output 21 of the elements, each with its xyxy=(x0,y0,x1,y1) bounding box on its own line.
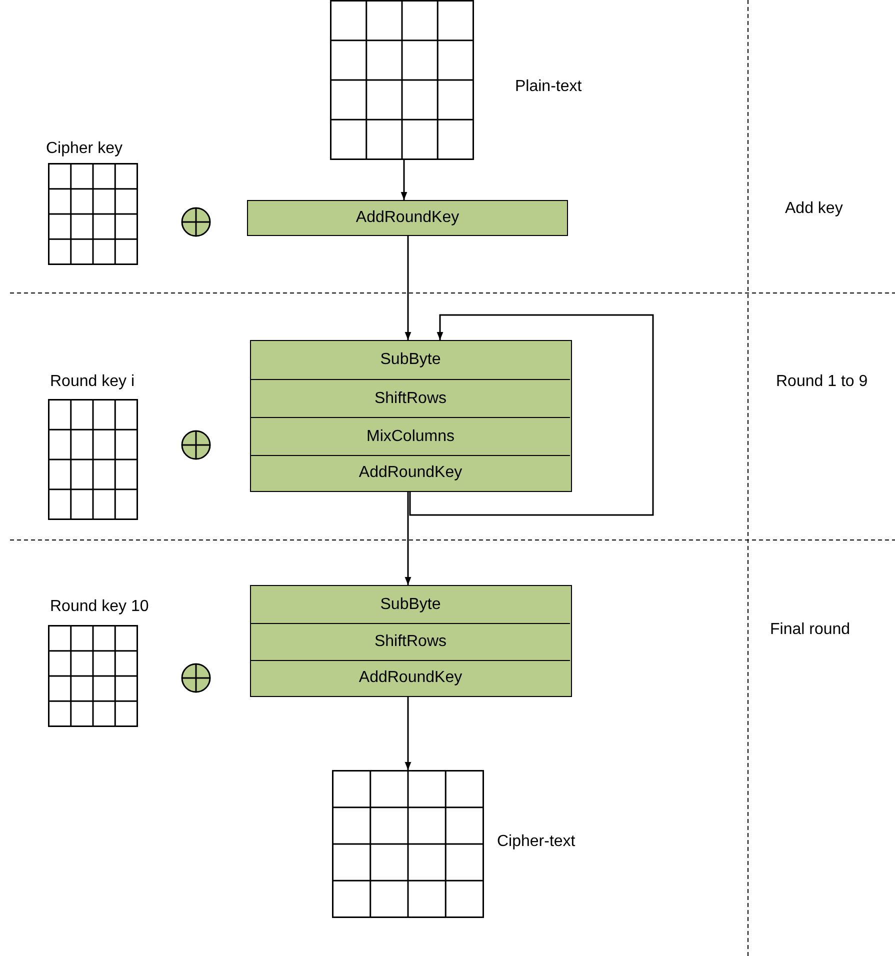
arrow xyxy=(404,236,412,340)
round-box xyxy=(250,340,572,492)
matrix-grid xyxy=(332,770,484,918)
grid-caption: Plain-text xyxy=(515,78,582,96)
matrix-grid xyxy=(48,163,138,265)
stage-label: Final round xyxy=(770,621,850,639)
grid-caption: Round key i xyxy=(50,373,134,391)
grid-caption: Cipher-text xyxy=(497,833,576,851)
grid-caption: Round key 10 xyxy=(50,598,149,616)
arrow xyxy=(404,492,412,585)
arrow xyxy=(404,697,412,770)
stage-label: Add key xyxy=(785,200,843,218)
round-box xyxy=(250,585,572,697)
stage-label: Round 1 to 9 xyxy=(776,373,868,391)
grid-caption: Cipher key xyxy=(46,140,122,158)
arrow xyxy=(400,160,408,200)
matrix-grid xyxy=(48,625,138,727)
process-box: AddRoundKey xyxy=(247,200,568,236)
arrow xyxy=(409,314,654,516)
matrix-grid xyxy=(330,0,474,160)
matrix-grid xyxy=(48,399,138,520)
